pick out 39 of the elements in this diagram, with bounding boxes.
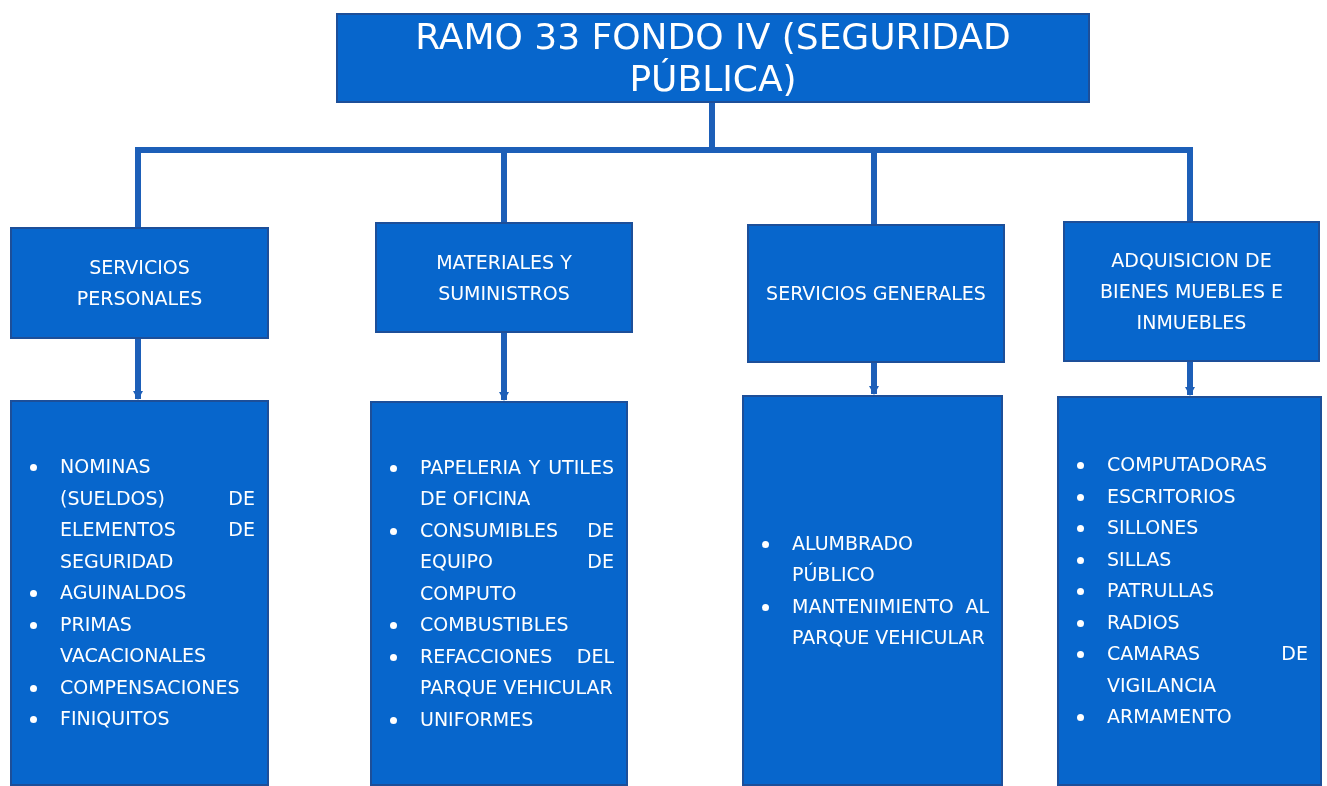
list-item: ARMAMENTO <box>1107 704 1233 730</box>
list-item: UNIFORMES <box>420 706 535 732</box>
list-item: FINIQUITOS <box>60 706 171 732</box>
arrow <box>869 363 879 395</box>
category-label: ADQUISICION DE BIENES MUEBLES E INMUEBLES <box>1099 248 1284 335</box>
list-item: PRIMAS VACACIONALES <box>60 611 208 669</box>
list-box <box>1057 396 1322 786</box>
list-item: SILLAS <box>1107 546 1173 572</box>
category-label: SERVICIOS GENERALES <box>765 281 987 306</box>
list-item: CONSUMIBLES DE EQUIPO DE COMPUTO <box>420 517 614 606</box>
connector-line <box>709 103 1193 221</box>
category-label: SERVICIOS PERSONALES <box>75 255 204 311</box>
arrow <box>499 333 509 401</box>
list-item: PAPELERIA Y UTILES DE OFICINA <box>420 454 614 512</box>
category-box <box>1063 221 1320 362</box>
category-box <box>10 227 269 339</box>
list-box <box>742 395 1003 786</box>
list-item: NOMINAS (SUELDOS) DE ELEMENTOS DE SEGURIDAD <box>60 454 255 574</box>
title-text: RAMO 33 FONDO IV (SEGURIDAD PÚBLICA) <box>414 16 1012 100</box>
arrow <box>1185 362 1195 396</box>
category-box <box>747 224 1005 363</box>
title-box <box>336 13 1090 103</box>
list-item: MANTENIMIENTO AL PARQUE VEHICULAR <box>792 593 989 650</box>
list-item: REFACCIONES DEL PARQUE VEHICULAR <box>420 643 614 701</box>
list-item: ESCRITORIOS <box>1107 483 1237 509</box>
list-item: SILLONES <box>1107 515 1200 541</box>
list-item: COMBUSTIBLES <box>420 612 570 638</box>
list-box <box>10 400 269 786</box>
list-item: ALUMBRADO PÚBLICO <box>792 530 914 587</box>
list-item: AGUINALDOS <box>60 580 188 606</box>
list-item: PATRULLAS <box>1107 578 1216 604</box>
category-label: MATERIALES Y SUMINISTROS <box>435 249 573 306</box>
list-item: COMPENSACIONES <box>60 674 241 700</box>
list-item: RADIOS <box>1107 609 1181 635</box>
list-item: COMPUTADORAS <box>1107 452 1269 478</box>
list-item: CAMARAS DE VIGILANCIA <box>1107 641 1308 698</box>
list-box <box>370 401 628 786</box>
arrow <box>133 339 143 400</box>
category-box <box>375 222 633 333</box>
